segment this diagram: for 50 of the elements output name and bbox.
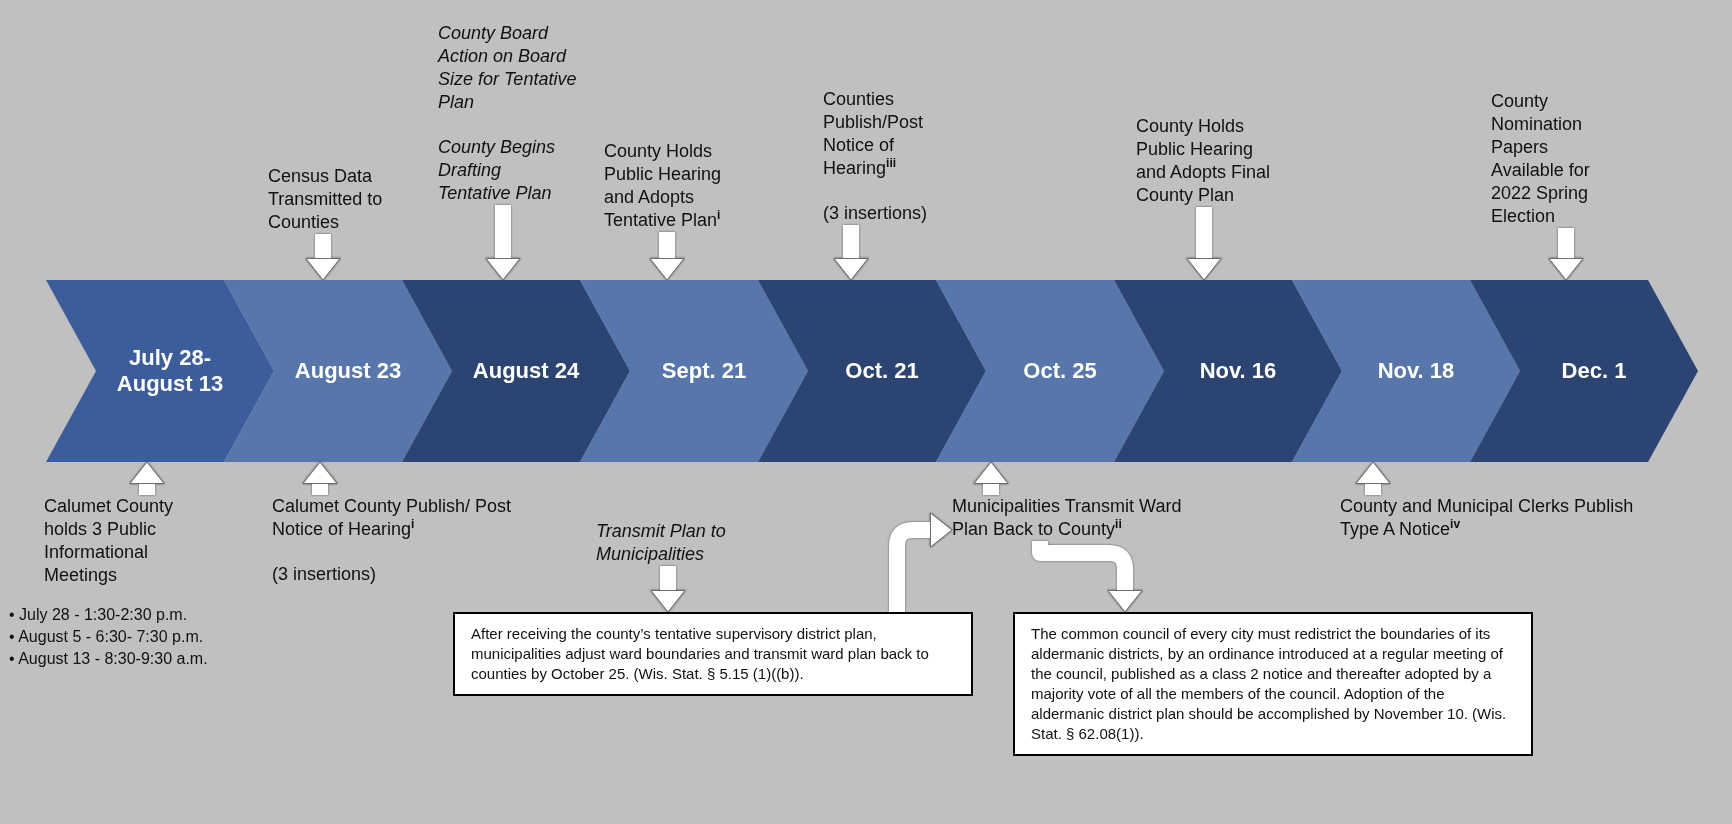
event-text: Counties Publish/Post Notice of Hearing$^{iii}$ (823, 88, 925, 180)
list-item: • July 28 - 1:30-2:30 p.m. (9, 605, 189, 625)
timeline-segment (936, 280, 1164, 462)
date-text: Oct. 25 (1022, 358, 1098, 384)
event-text: County Holds Public Hearing and Adopts Tentative Plan$^{i}$ (604, 140, 754, 232)
date-text: August 24 (471, 358, 581, 384)
event-text: Calumet County holds 3 Public Informational Meetings (44, 495, 209, 587)
bent-arrow (1032, 541, 1143, 613)
event-text: Calumet County Publish/ Post Notice of Hearing$^{i}$ (272, 495, 513, 541)
timeline-segment (758, 280, 986, 462)
date-text: August 23 (293, 358, 403, 384)
event-text: County Nomination Papers Available for 2022 Spring Election (1491, 90, 1621, 228)
block-arrow (1186, 207, 1222, 281)
timeline-segment (224, 280, 452, 462)
block-arrow (129, 461, 165, 495)
event-text: County Holds Public Hearing and Adopts Final County Plan (1136, 115, 1286, 207)
timeline-segment (1292, 280, 1520, 462)
timeline-segment (1470, 280, 1698, 462)
list-item: • August 13 - 8:30-9:30 a.m. (9, 649, 208, 669)
event-text: County and Municipal Clerks Publish Type A Notice$^{iv}$ (1340, 495, 1660, 541)
bent-arrow (889, 512, 953, 612)
date-text: Nov. 18 (1376, 358, 1456, 384)
note-box: After receiving the county’s tentative supervisory district plan, municipalities adjust ward boundaries and transmit ward plan back to counties by October 25. (Wis. Stat. § 5.15 (1)((b)). (453, 612, 973, 696)
event-text: (3 insertions) (823, 202, 929, 225)
block-arrow (833, 225, 869, 281)
block-arrow (973, 461, 1009, 495)
block-arrow (649, 232, 685, 281)
event-text: Transmit Plan to Municipalities (596, 520, 796, 566)
date-text: Sept. 21 (660, 358, 748, 384)
block-arrow (485, 205, 521, 281)
block-arrow (1355, 461, 1391, 495)
event-text: County Begins Drafting Tentative Plan (438, 136, 557, 205)
list-item: • August 5 - 6:30- 7:30 p.m. (9, 627, 205, 647)
note-box: The common council of every city must redistrict the boundaries of its aldermanic districts, by an ordinance introduced at a regular meeting of the council, published as a class 2 notice and thereafter adopted by a majority vote of all the members of the council. Adoption of the aldermanic district plan should be accomplished by November 10. (Wis. Stat. § 62.08(1)). (1013, 612, 1533, 756)
timeline-segment (46, 280, 274, 462)
timeline-segment (580, 280, 808, 462)
block-arrow (1548, 228, 1584, 281)
event-text: Municipalities Transmit Ward Plan Back to County$^{ii}$ (952, 495, 1187, 541)
block-arrow (302, 461, 338, 495)
event-text: County Board Action on Board Size for Tentative Plan (438, 22, 578, 114)
date-text: July 28- August 13 (115, 345, 225, 397)
timeline-segment (402, 280, 630, 462)
date-text: Nov. 16 (1198, 358, 1278, 384)
date-text: Oct. 21 (844, 358, 920, 384)
timeline-segment (1114, 280, 1342, 462)
block-arrow (305, 234, 341, 281)
block-arrow (650, 566, 686, 613)
event-text: Census Data Transmitted to Counties (268, 165, 393, 234)
date-text: Dec. 1 (1560, 358, 1628, 384)
event-text: (3 insertions) (272, 563, 378, 586)
